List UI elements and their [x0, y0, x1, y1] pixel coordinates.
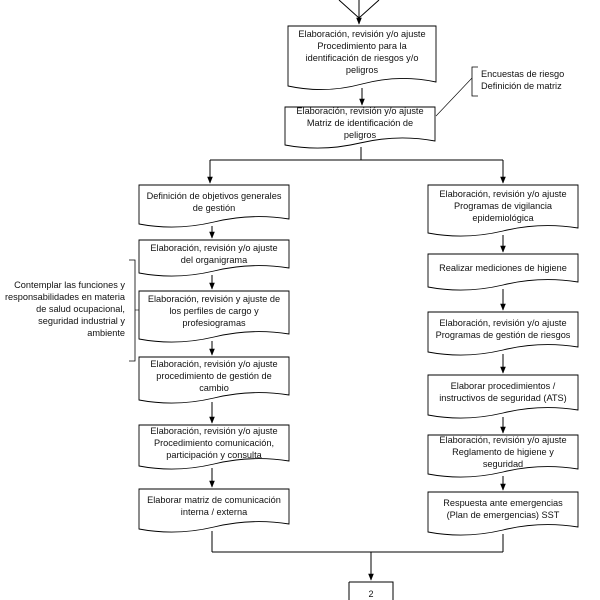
right-box-1-shape [427, 184, 579, 237]
page-connector-number: 2 [368, 589, 374, 599]
right-step-4: Elaborar procedimientos / instructivos d… [439, 381, 567, 403]
left-box-4-shape [138, 356, 290, 404]
left-box-3-shape [138, 290, 290, 343]
left-step-3: Elaboración, revisión y ajuste de los pe… [147, 294, 281, 328]
right-box-5-shape [427, 434, 579, 478]
matrix-note-line-1: Encuestas de riesgo [481, 69, 565, 79]
matrix-note: Encuestas de riesgo Definición de matriz [481, 69, 596, 93]
top-box-shape [287, 25, 437, 91]
left-box-2-shape [138, 239, 290, 277]
side-note: Contemplar las funciones y responsabilid… [4, 280, 125, 338]
matrix-note-bracket [471, 66, 478, 97]
right-step-3: Elaboración, revisión y/o ajuste Program… [435, 318, 571, 340]
right-box-3-shape [427, 311, 579, 356]
left-step-2: Elaboración, revisión y/o ajuste del org… [150, 242, 278, 265]
left-box-5-shape [138, 424, 290, 470]
right-box-2-shape [427, 253, 579, 291]
bottom-offpage-connector [348, 581, 394, 600]
left-step-6: Elaborar matriz de comunicación interna … [147, 494, 281, 517]
matrix-box-shape [284, 106, 436, 149]
matrix-box: Elaboración, revisión y/o ajuste Matriz … [296, 106, 424, 140]
right-step-2: Realizar mediciones de higiene [439, 263, 567, 274]
left-box-1-shape [138, 184, 290, 228]
left-step-5: Elaboración, revisión y/o ajuste Procedi… [150, 426, 278, 460]
right-step-6: Respuesta ante emergencias (Plan de emer… [443, 498, 563, 520]
right-box-4-shape [427, 374, 579, 419]
side-note-bracket [129, 259, 136, 362]
left-step-1: Definición de objetivos generales de ges… [146, 190, 282, 213]
left-step-4: Elaboración, revisión y/o ajuste procedi… [150, 359, 278, 393]
top-procedure-box: Elaboración, revisión y/o ajuste Procedi… [298, 29, 426, 75]
right-box-6-shape [427, 491, 579, 536]
left-box-6-shape [138, 488, 290, 533]
right-step-1: Elaboración, revisión y/o ajuste Program… [439, 189, 567, 223]
matrix-note-link [435, 77, 473, 117]
matrix-note-line-2: Definición de matriz [481, 80, 562, 91]
right-step-5: Elaboración, revisión y/o ajuste Reglame… [439, 435, 567, 469]
